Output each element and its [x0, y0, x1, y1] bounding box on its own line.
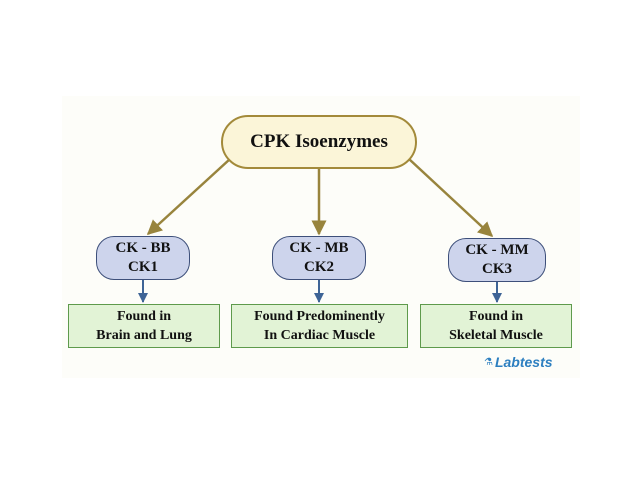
- isoenzyme-code: CK2: [304, 259, 334, 275]
- location-line: In Cardiac Muscle: [263, 328, 376, 343]
- location-line: Found in: [116, 309, 172, 324]
- location-box-brain-lung: Found in Brain and Lung: [68, 304, 220, 348]
- location-line: Brain and Lung: [96, 328, 192, 343]
- location-line: Found Predominently: [254, 309, 385, 324]
- isoenzyme-node-ck-mb: CK - MB CK2: [272, 236, 366, 280]
- location-line: Skeletal Muscle: [449, 328, 543, 343]
- location-line: Found in: [468, 309, 524, 324]
- isoenzyme-name: CK - MM: [465, 242, 529, 258]
- location-box-skeletal-muscle: Found in Skeletal Muscle: [420, 304, 572, 348]
- root-node: CPK Isoenzymes: [221, 115, 417, 169]
- isoenzyme-node-ck-bb: CK - BB CK1: [96, 236, 190, 280]
- labtests-logo: ⚗ Labtests: [484, 354, 553, 370]
- isoenzyme-node-ck-mm: CK - MM CK3: [448, 238, 546, 282]
- isoenzyme-code: CK3: [482, 261, 512, 277]
- isoenzyme-name: CK - MB: [289, 240, 349, 256]
- isoenzyme-code: CK1: [128, 259, 158, 275]
- microscope-icon: ⚗: [484, 356, 493, 368]
- location-box-cardiac-muscle: Found Predominently In Cardiac Muscle: [231, 304, 408, 348]
- isoenzyme-name: CK - BB: [115, 240, 171, 256]
- arrow-root-to-ck-bb: [146, 158, 231, 236]
- logo-text: Labtests: [494, 354, 553, 370]
- root-label: CPK Isoenzymes: [250, 131, 388, 152]
- arrow-root-to-ck-mm: [408, 158, 494, 238]
